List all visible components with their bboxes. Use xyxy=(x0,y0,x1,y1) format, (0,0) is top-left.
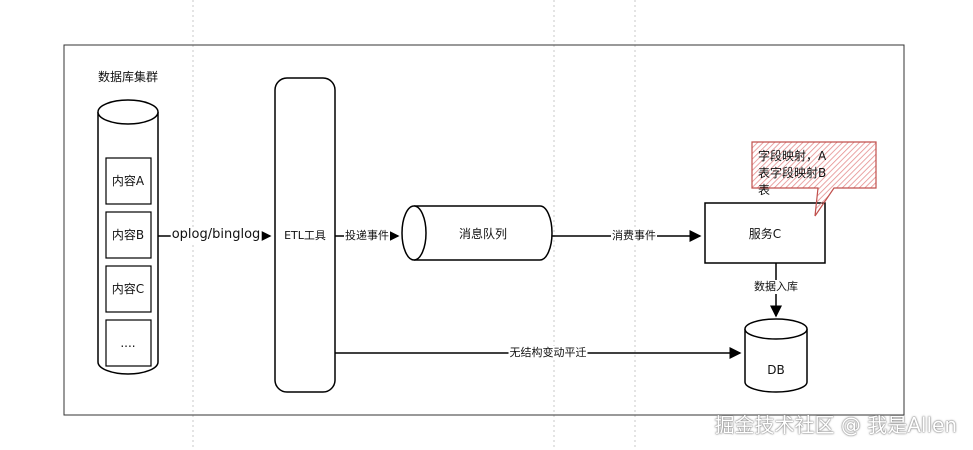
etl-label: ETL工具 xyxy=(284,229,326,242)
db-label: DB xyxy=(767,363,785,377)
message-queue-cylinder xyxy=(401,205,553,261)
edge-label-db-write: 数据入库 xyxy=(753,280,799,294)
service-c-box xyxy=(704,202,826,264)
edge-label-oplog: oplog/binglog xyxy=(170,227,262,242)
service-label: 服务C xyxy=(748,227,782,241)
content-box-b xyxy=(105,211,152,259)
outer-container xyxy=(63,44,905,416)
content-box-a xyxy=(105,157,152,205)
mapping-callout xyxy=(751,141,877,217)
callout-text: 字段映射，A表字段映射B表 xyxy=(758,149,827,197)
watermark: 掘金技术社区 @ 我是Allen xyxy=(714,413,958,437)
content-box-c xyxy=(105,265,152,313)
content-label-more: .... xyxy=(120,336,136,350)
db-cylinder xyxy=(744,318,808,393)
content-label-a: 内容A xyxy=(111,174,145,188)
etl-tool-box xyxy=(274,77,336,393)
edge-label-migrate: 无结构变动平迁 xyxy=(508,346,588,360)
edge-label-deliver: 投递事件 xyxy=(344,229,390,243)
content-box-more xyxy=(105,319,152,367)
content-label-c: 内容C xyxy=(111,282,145,296)
cluster-title: 数据库集群 xyxy=(98,70,159,84)
edge-label-consume: 消费事件 xyxy=(611,229,657,243)
content-label-b: 内容B xyxy=(111,228,145,242)
queue-label: 消息队列 xyxy=(458,227,508,241)
